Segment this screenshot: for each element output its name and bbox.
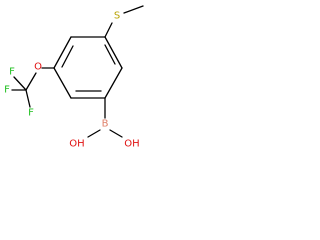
bond-boron-hydroxyl-left <box>87 129 101 138</box>
fluorine-top-atom-label: F <box>9 67 15 78</box>
bond-oxygen-cf3 <box>25 72 37 91</box>
hydroxyl-right-label: OH <box>124 139 139 150</box>
bond-cf3-f-bottom <box>25 89 31 108</box>
ring-bond-c2-c3 <box>104 67 123 99</box>
ring-double-bond-c1-c2 <box>104 44 116 65</box>
ring-bond-c5-c6 <box>53 36 72 69</box>
bond-sulfur-methyl <box>123 5 144 14</box>
sulfur-atom-label: S <box>114 11 120 22</box>
bond-cf3-f-top <box>13 76 27 91</box>
ring-bond-c1-c2 <box>104 36 123 69</box>
fluorine-left-atom-label: F <box>4 85 10 96</box>
structure-canvas: S O F F F B OH OH <box>0 0 145 152</box>
boron-atom-label: B <box>102 119 109 130</box>
bond-boron-hydroxyl-right <box>109 129 123 138</box>
fluorine-bottom-atom-label: F <box>28 108 34 119</box>
ring-bond-c4-c5 <box>53 67 72 99</box>
bond-ring-sulfur <box>104 22 113 38</box>
structure-diagram: S O F F F B OH OH <box>4 5 144 150</box>
oxygen-atom-label: O <box>34 62 42 73</box>
ring-double-bond-c5-c6 <box>61 45 74 68</box>
hydroxyl-left-label: OH <box>69 139 84 150</box>
